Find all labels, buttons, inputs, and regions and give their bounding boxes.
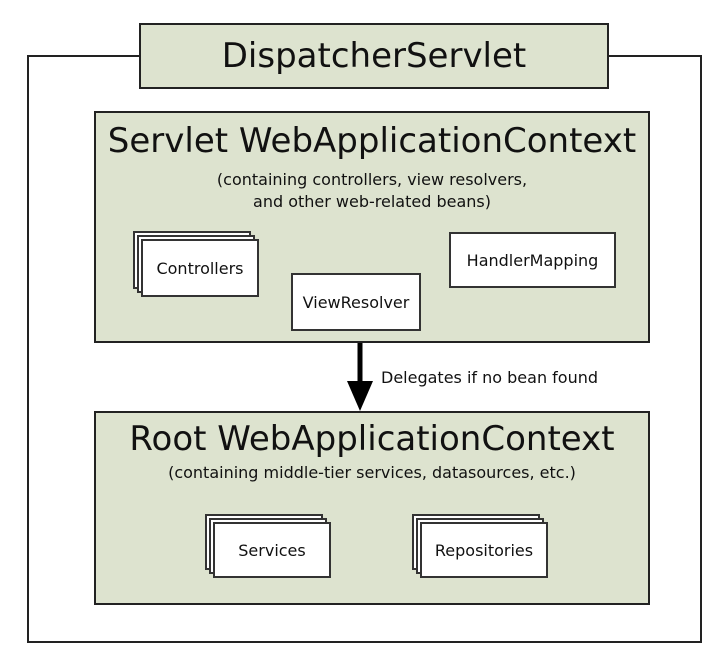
servlet-context-subtitle-line1: (containing controllers, view resolvers, (216, 170, 528, 189)
servlet-context-subtitle-line2: and other web-related beans) (253, 192, 491, 211)
handler-mapping-bean: HandlerMapping (449, 232, 616, 288)
delegation-arrow-head (347, 381, 373, 411)
handler-mapping-label: HandlerMapping (466, 250, 599, 270)
view-resolver-bean: ViewResolver (291, 273, 421, 331)
services-bean: Services (213, 522, 331, 578)
repositories-bean: Repositories (420, 522, 548, 578)
root-web-application-context: Root WebApplicationContext (containing m… (94, 411, 650, 605)
root-context-subtitle: (containing middle-tier services, dataso… (168, 463, 576, 482)
dispatcher-servlet-label: DispatcherServlet (221, 36, 527, 76)
repositories-label: Repositories (434, 540, 534, 560)
servlet-context-subtitle: (containing controllers, view resolvers,… (96, 169, 648, 213)
services-label: Services (238, 540, 306, 560)
controllers-label: Controllers (156, 258, 244, 278)
root-context-title: Root WebApplicationContext (129, 419, 615, 459)
dispatcher-servlet-title: DispatcherServlet (139, 23, 609, 89)
servlet-context-title: Servlet WebApplicationContext (107, 121, 637, 161)
servlet-web-application-context: Servlet WebApplicationContext (containin… (94, 111, 650, 343)
view-resolver-label: ViewResolver (302, 292, 410, 312)
delegation-label: Delegates if no bean found (381, 368, 599, 387)
controllers-bean: Controllers (141, 239, 259, 297)
delegation-arrow (347, 343, 373, 411)
